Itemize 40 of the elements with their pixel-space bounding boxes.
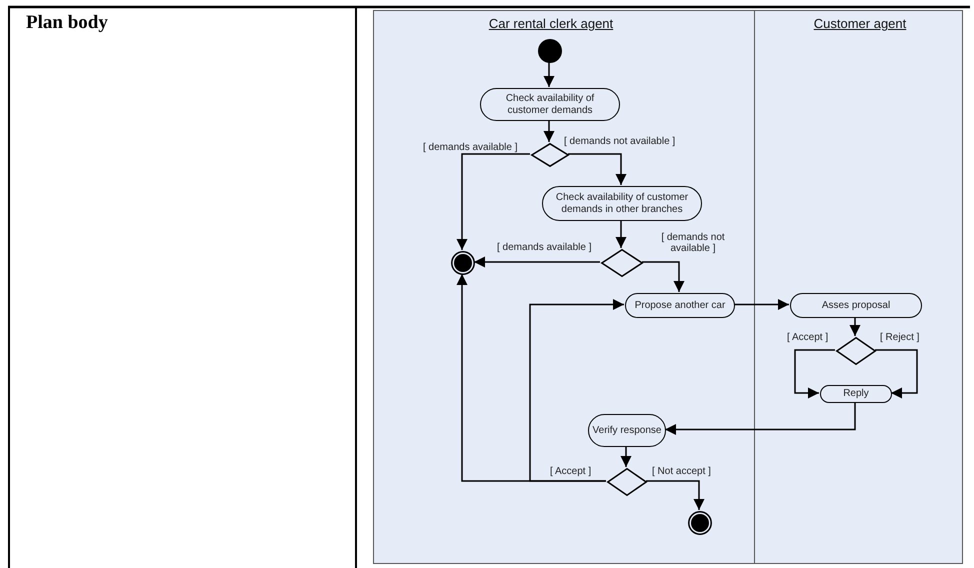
decision-diamond: [836, 337, 876, 365]
edge-label: [ demands available ]: [496, 242, 593, 253]
lane-title: Customer agent: [814, 16, 906, 31]
edge-label: [ Not accept ]: [651, 466, 712, 477]
edge-label: [ demands not available ]: [563, 136, 676, 147]
arrow: [568, 153, 626, 185]
edge-label: [ demands available ]: [422, 142, 519, 153]
action-node: Propose another car: [625, 293, 735, 318]
table-heading: Plan body: [26, 12, 108, 34]
arrow: [665, 402, 856, 435]
arrow: [620, 446, 632, 467]
arrow: [642, 261, 684, 292]
arrow: [734, 299, 789, 310]
arrow: [474, 256, 600, 268]
action-node: Verify response: [588, 414, 666, 447]
arrow: [646, 480, 704, 510]
decision-diamond: [601, 249, 643, 277]
arrow: [875, 349, 918, 398]
decision-diamond: [607, 468, 647, 496]
action-node: Check availability of customer demands in other branches: [542, 186, 702, 221]
swimlane: [373, 10, 755, 564]
final-node: [451, 251, 475, 275]
swimlane: [754, 10, 963, 564]
lane-title: Car rental clerk agent: [488, 16, 614, 31]
final-node: [688, 511, 712, 535]
arrow: [456, 153, 530, 250]
arrow: [456, 274, 606, 482]
edge-label: [ Accept ]: [549, 466, 592, 477]
edge-label: [ Accept ]: [786, 332, 830, 343]
edge-label: [ Reject ]: [879, 332, 920, 343]
action-node: Asses proposal: [790, 293, 922, 318]
initial-node: [538, 39, 562, 63]
arrow: [544, 62, 554, 87]
arrow: [544, 120, 554, 142]
arrow: [529, 299, 624, 482]
arrow: [616, 220, 626, 248]
action-node: Check availability of customer demands: [480, 88, 620, 121]
arrow: [794, 349, 835, 398]
arrow: [850, 317, 860, 336]
action-node: Reply: [820, 385, 892, 403]
